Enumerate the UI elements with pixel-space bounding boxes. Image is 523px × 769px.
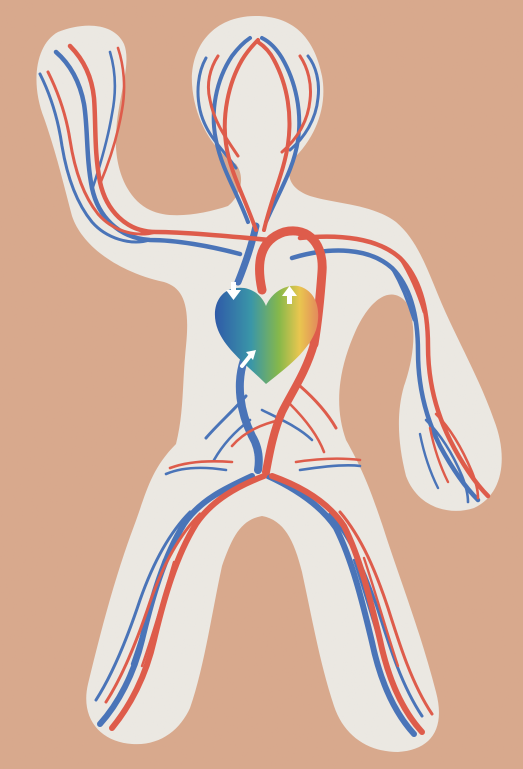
illustration-stage — [0, 0, 523, 769]
circulatory-system-illustration — [0, 0, 523, 769]
paper-texture — [0, 0, 523, 769]
